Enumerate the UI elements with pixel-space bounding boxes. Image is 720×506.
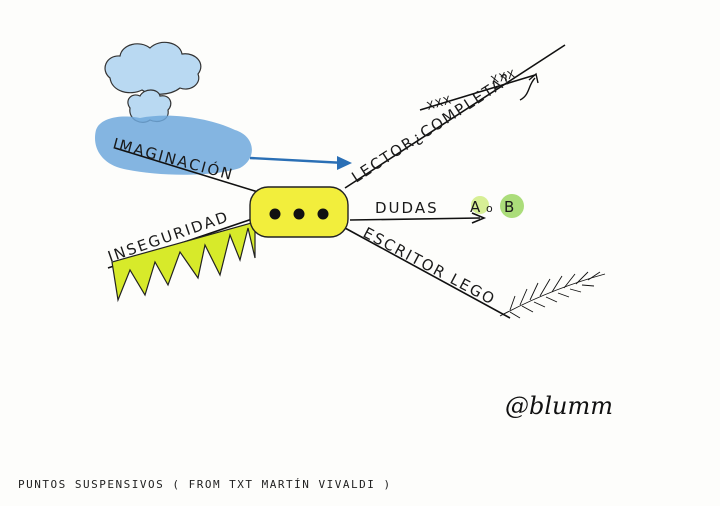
imagination-cloud [95,115,252,175]
line-escritor [344,227,511,319]
imagination-arrow [249,156,352,170]
center-dot-2 [293,208,305,220]
inseguridad-spikes [111,221,256,303]
dudas-a-highlight [471,196,489,214]
feather-icon [499,271,606,319]
center-dot-3 [317,208,329,220]
lector-hook-arrow [519,72,539,101]
label-escritor: ESCRITOR LEGO [360,224,499,309]
cloud-large [104,41,202,95]
author-signature: @blumm [505,392,614,420]
dudas-highlight [500,194,524,218]
center-dot-1 [269,208,281,220]
line-lector [344,44,566,189]
label-lector: LECTOR¿COMPLETA? [348,69,515,186]
label-dudas: DUDAS [375,199,439,217]
line-imaginacion [114,147,259,193]
caption-text: PUNTOS SUSPENSIVOS ( FROM TXT MARTÍN VIV… [18,478,392,491]
label-dudas-a: A [470,198,482,216]
line-lector-sub [419,74,536,111]
center-node[interactable] [249,186,349,238]
label-dudas-b: B [504,198,516,216]
clouds [104,41,202,123]
dudas-arrow [349,212,487,224]
label-dudas-o: o [486,202,494,215]
